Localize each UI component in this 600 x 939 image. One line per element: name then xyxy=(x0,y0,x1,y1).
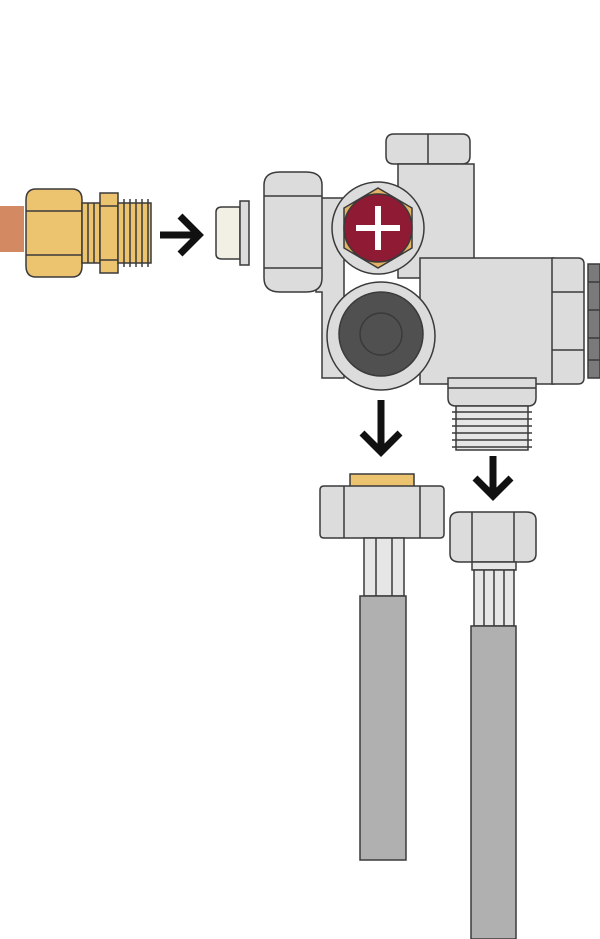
hot-indicator-badge xyxy=(343,187,413,269)
thread-ridges xyxy=(123,199,149,267)
small-hose-connector xyxy=(449,511,537,939)
threaded-spigot xyxy=(452,405,532,451)
plus-icon xyxy=(356,206,400,250)
brass-compression-nut xyxy=(25,188,152,278)
arrow-icon xyxy=(160,213,204,257)
compression-ferrule xyxy=(215,200,250,266)
arrow-icon xyxy=(472,456,514,501)
large-hose-connector xyxy=(319,473,445,861)
cold-outlet-port xyxy=(338,291,424,377)
copper-supply-pipe xyxy=(0,206,24,252)
arrow-icon xyxy=(359,400,403,457)
